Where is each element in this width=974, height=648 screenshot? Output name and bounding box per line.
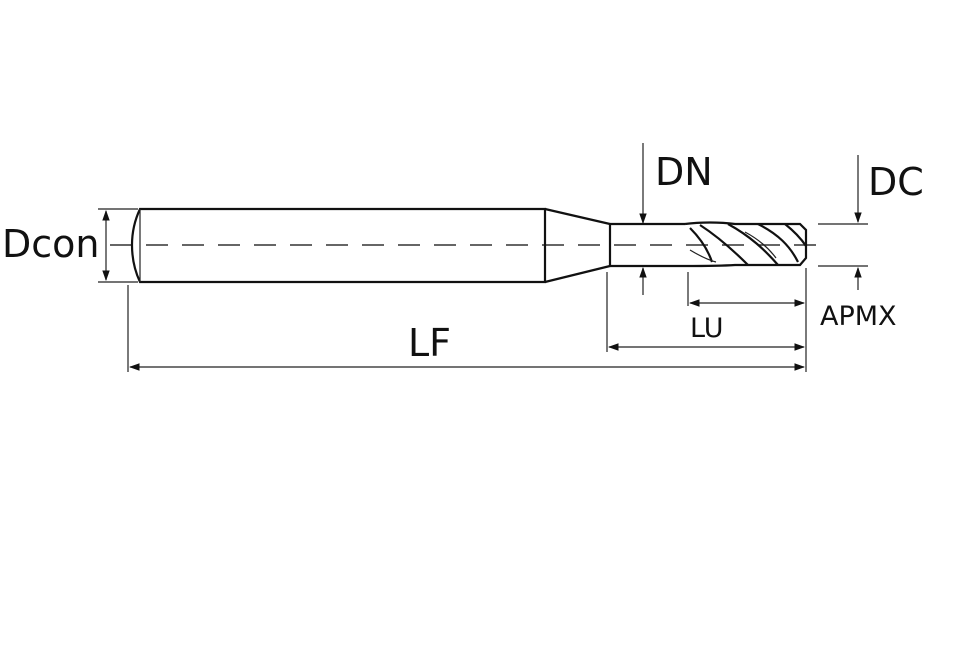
flute-line-5 [784,223,807,247]
flute-line-4 [757,223,799,263]
flute-body [684,221,808,268]
dc-label: DC [868,160,924,204]
neck [608,222,685,268]
flute-line-1 [689,227,714,263]
flute-edge-1 [689,249,717,263]
neck-taper [544,207,611,284]
flute-edge-2 [744,231,777,259]
apmx-label: APMX [820,301,897,332]
flute-line-3 [727,223,779,266]
dn-label: DN [655,150,713,194]
flute-line-2 [699,224,749,266]
dcon-label: Dcon [2,222,100,266]
lu-label: LU [690,313,723,344]
lf-label: LF [408,321,451,365]
